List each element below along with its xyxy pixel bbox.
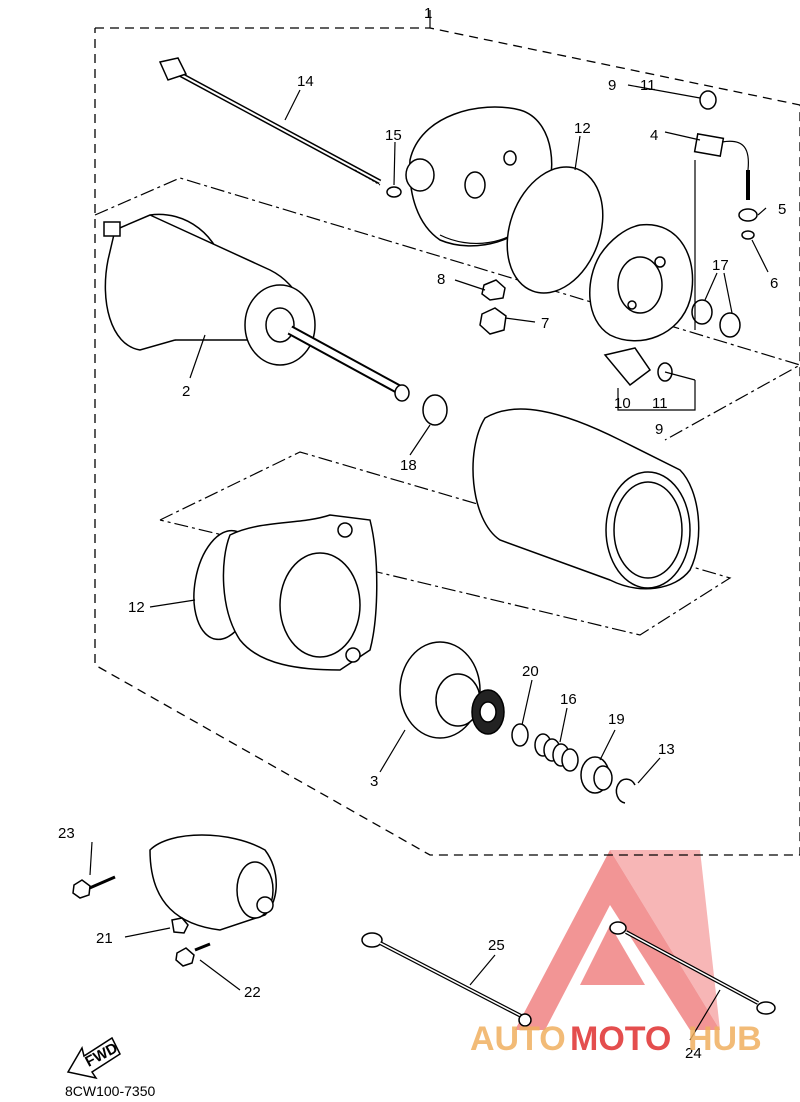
installed-starter-view	[72, 834, 277, 967]
starter-cable-24	[609, 921, 776, 1015]
callout-20: 20	[522, 663, 539, 680]
pinion-gear	[399, 641, 505, 739]
callout-16: 16	[560, 691, 577, 708]
watermark-part3: HUB	[688, 1020, 762, 1058]
watermark-logo	[515, 850, 720, 1030]
callout-11: 11	[652, 395, 668, 412]
assembly-planes	[94, 177, 800, 636]
watermark-part2: MOTO	[570, 1020, 671, 1058]
yoke	[472, 408, 700, 590]
leader-lines	[89, 84, 769, 1041]
callout-22: 22	[244, 984, 261, 1001]
callout-23: 23	[58, 825, 75, 842]
armature	[103, 213, 410, 402]
callout-9-bottom: 9	[655, 421, 663, 438]
callout-19: 19	[608, 711, 625, 728]
fwd-arrow: FWD	[66, 1036, 121, 1080]
callout-17: 17	[712, 257, 729, 274]
nut-8	[481, 279, 506, 301]
callout-1: 1	[424, 5, 432, 22]
callout-3: 3	[370, 773, 378, 790]
callout-5: 5	[778, 201, 786, 218]
callout-24: 24	[685, 1045, 702, 1062]
terminal-lead	[693, 133, 750, 200]
callout-numbers: 1 2 3 4 5 6 7 8 9 11 9 10 11 12 12 13 14…	[58, 5, 786, 1062]
washer-17a	[691, 299, 713, 325]
callout-14: 14	[297, 73, 314, 90]
washer-17b	[719, 312, 741, 338]
washer-5	[738, 208, 758, 222]
circlip-13	[615, 778, 636, 804]
o-ring-12-top	[506, 166, 604, 294]
brush-plate	[589, 223, 694, 342]
collar-19	[580, 756, 613, 794]
diagram-code: 8CW100-7350	[65, 1083, 155, 1099]
washer-20	[511, 723, 529, 747]
callout-9-range-end: 11	[640, 77, 656, 94]
starter-cable-25	[361, 932, 532, 1027]
callout-4: 4	[650, 127, 658, 144]
callout-7: 7	[541, 315, 549, 332]
callout-9-top: 9	[608, 77, 616, 94]
callout-18: 18	[400, 457, 417, 474]
nut-7	[479, 307, 507, 335]
callout-10: 10	[614, 395, 631, 412]
o-ring-6	[741, 230, 755, 240]
spring-16	[534, 733, 579, 772]
front-cover	[222, 514, 378, 671]
watermark-part1: AUTO	[470, 1020, 566, 1058]
callout-25: 25	[488, 937, 505, 954]
washer-18	[422, 394, 448, 426]
callout-6: 6	[770, 275, 778, 292]
callout-8: 8	[437, 271, 445, 288]
callout-15: 15	[385, 127, 402, 144]
callout-21: 21	[96, 930, 113, 947]
through-bolt	[158, 57, 382, 186]
callout-2: 2	[182, 383, 190, 400]
callout-12-left: 12	[128, 599, 145, 616]
watermark-text: AUTO MOTO HUB	[470, 1020, 762, 1058]
callout-13: 13	[658, 741, 675, 758]
brush-holder-set	[603, 90, 717, 387]
callout-12-top: 12	[574, 120, 591, 137]
o-ring-15	[386, 186, 402, 198]
